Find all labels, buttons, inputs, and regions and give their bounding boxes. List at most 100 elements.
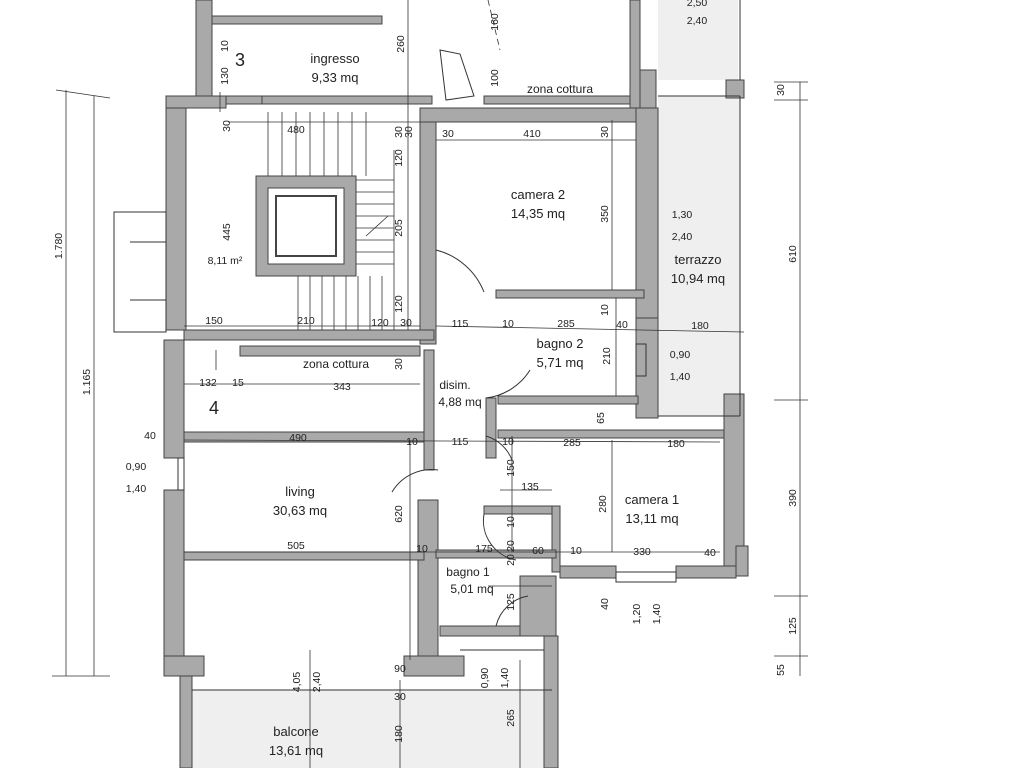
dim-label: 610 <box>787 245 799 263</box>
dim-label: 10 <box>599 304 611 316</box>
room-terrazzo-name: terrazzo <box>675 252 722 267</box>
walls <box>163 0 749 768</box>
dim-label: 1,20 <box>631 604 643 625</box>
room-bagno2-name: bagno 2 <box>537 336 584 351</box>
dim-label: 10 <box>502 436 514 448</box>
dim-label: 20 <box>505 540 517 552</box>
dim-label: 260 <box>395 35 407 53</box>
room-bagno2-area: 5,71 mq <box>537 355 584 370</box>
dim-label: 480 <box>287 124 305 136</box>
dim-label: 0,90 <box>479 668 491 689</box>
room-camera2-area: 14,35 mq <box>511 206 565 221</box>
dim-label: 125 <box>505 593 517 611</box>
floor-shading <box>188 0 740 768</box>
dim-label: 2,50 <box>687 0 708 9</box>
dim-label: 40 <box>616 319 628 331</box>
room-labels: ingresso 9,33 mq 8,11 m² camera 2 14,35 … <box>208 50 726 758</box>
room-living-name: living <box>285 484 315 499</box>
dim-label: 1,40 <box>651 604 663 625</box>
dim-label: 4,05 <box>291 672 303 693</box>
dim-label: 120 <box>393 295 405 313</box>
thin-lines <box>52 0 808 768</box>
dim-label: 180 <box>667 438 685 450</box>
room-zona-cottura-mid: zona cottura <box>303 357 369 371</box>
dim-label: 265 <box>505 709 517 727</box>
dim-label: 10 <box>219 40 231 52</box>
dim-label: 390 <box>787 489 799 507</box>
dim-label: 210 <box>297 315 315 327</box>
room-ingresso-area: 9,33 mq <box>312 70 359 85</box>
dim-label: 1,40 <box>670 371 691 383</box>
dim-label: 1.780 <box>53 233 65 259</box>
dim-label: 115 <box>452 318 469 330</box>
dim-label: 30 <box>442 128 454 140</box>
dim-label: 2,40 <box>687 15 708 27</box>
dim-label: 330 <box>633 546 651 558</box>
dim-label: 60 <box>532 545 544 557</box>
dimension-labels: 2,50 2,40 160 260 130 10 100 30 30 480 3… <box>53 0 799 743</box>
dim-label: 1.165 <box>81 369 93 395</box>
dim-label: 30 <box>393 126 405 138</box>
dim-label: 10 <box>416 543 428 555</box>
dim-label: 175 <box>475 543 493 555</box>
dim-label: 100 <box>489 69 501 87</box>
dim-label: 180 <box>691 320 709 332</box>
room-camera2-name: camera 2 <box>511 187 565 202</box>
dim-label: 30 <box>775 84 787 96</box>
dim-label: 30 <box>403 126 415 138</box>
room-zona-cottura-top: zona cottura <box>527 82 593 96</box>
dim-label: 285 <box>563 437 581 449</box>
dim-label: 150 <box>205 315 223 327</box>
dim-label: 125 <box>787 617 799 635</box>
dim-label: 55 <box>775 664 787 676</box>
dim-label: 150 <box>505 459 517 477</box>
dim-label: 1,40 <box>499 668 511 689</box>
dim-label: 2,40 <box>311 672 323 693</box>
room-balcone-name: balcone <box>273 724 319 739</box>
dim-label: 10 <box>505 516 517 528</box>
dim-label: 30 <box>400 317 412 329</box>
dim-label: 135 <box>521 481 539 493</box>
dim-label: 2,40 <box>672 231 693 243</box>
room-stair-area: 8,11 m² <box>208 255 243 267</box>
dim-label: 30 <box>394 691 406 703</box>
dim-label: 0,90 <box>670 349 691 361</box>
dim-label: 40 <box>599 598 611 610</box>
dim-label: 30 <box>599 126 611 138</box>
dim-label: 10 <box>570 545 582 557</box>
room-living-area: 30,63 mq <box>273 503 327 518</box>
dim-label: 40 <box>144 430 156 442</box>
dim-label: 15 <box>232 377 244 389</box>
dim-label: 410 <box>523 128 541 140</box>
dim-label: 490 <box>289 432 307 444</box>
room-bagno1-name: bagno 1 <box>446 565 490 579</box>
dim-label: 90 <box>394 663 406 675</box>
dim-label: 285 <box>557 318 575 330</box>
dim-label: 205 <box>393 219 405 237</box>
room-camera1-name: camera 1 <box>625 492 679 507</box>
dim-label: 120 <box>371 317 389 329</box>
room-camera1-area: 13,11 mq <box>625 511 678 526</box>
dim-label: 0,90 <box>126 461 147 473</box>
dim-label: 130 <box>219 67 231 85</box>
dim-label: 180 <box>393 725 405 743</box>
room-ingresso-name: ingresso <box>310 51 359 66</box>
dim-label: 10 <box>502 318 514 330</box>
dim-label: 1,40 <box>126 483 147 495</box>
room-terrazzo-area: 10,94 mq <box>671 271 725 286</box>
dim-label: 115 <box>452 436 469 448</box>
dim-label: 120 <box>393 149 405 167</box>
dim-label: 445 <box>221 223 233 241</box>
room-disim-name: disim. <box>439 378 470 392</box>
dim-label: 20 <box>505 554 517 566</box>
dim-label: 350 <box>599 205 611 223</box>
dim-label: 10 <box>406 436 418 448</box>
room-balcone-area: 13,61 mq <box>269 743 323 758</box>
dim-label: 132 <box>199 377 217 389</box>
section-marker-4: 4 <box>209 398 219 418</box>
dim-label: 280 <box>597 495 609 513</box>
dim-label: 65 <box>595 412 607 424</box>
dim-label: 30 <box>393 358 405 370</box>
dim-label: 505 <box>287 540 305 552</box>
room-disim-area: 4,88 mq <box>438 395 481 409</box>
